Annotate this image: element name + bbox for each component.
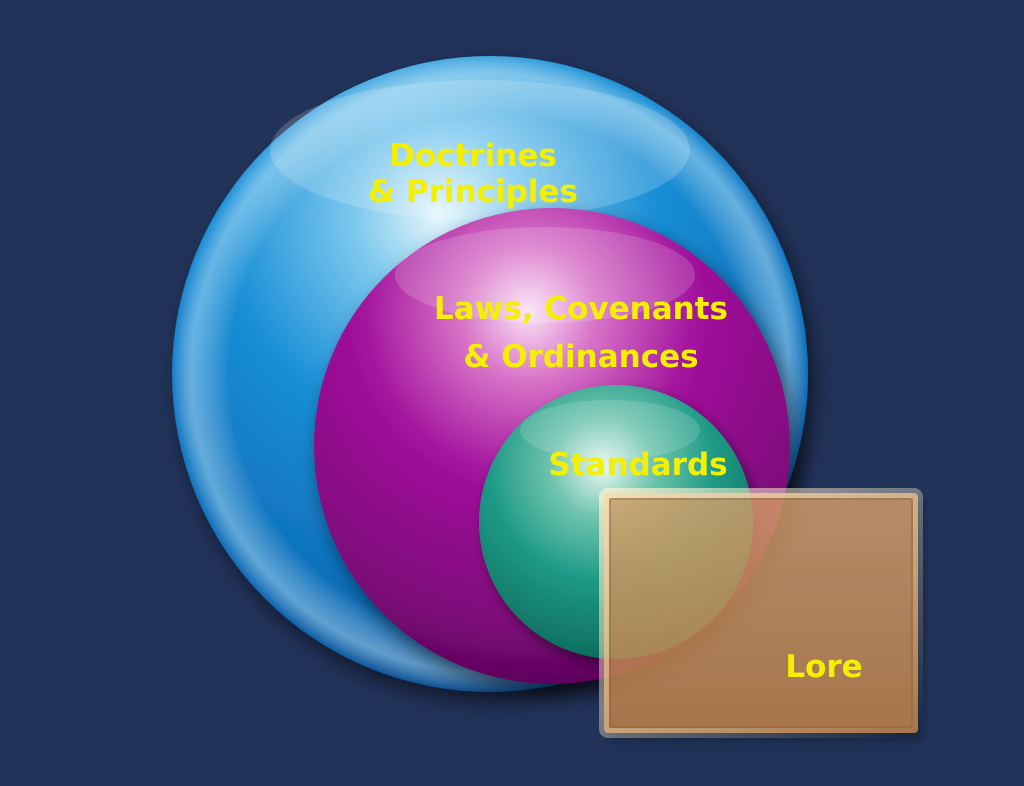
doctrines-label-line2: & Principles xyxy=(368,174,578,210)
standards-label: Standards xyxy=(548,447,727,483)
laws-label-line2: & Ordinances xyxy=(463,339,698,375)
laws-label-line1: Laws, Covenants xyxy=(434,291,728,327)
lore-label: Lore xyxy=(785,649,862,685)
lore-box xyxy=(599,488,923,738)
doctrines-label-line1: Doctrines xyxy=(389,138,557,174)
